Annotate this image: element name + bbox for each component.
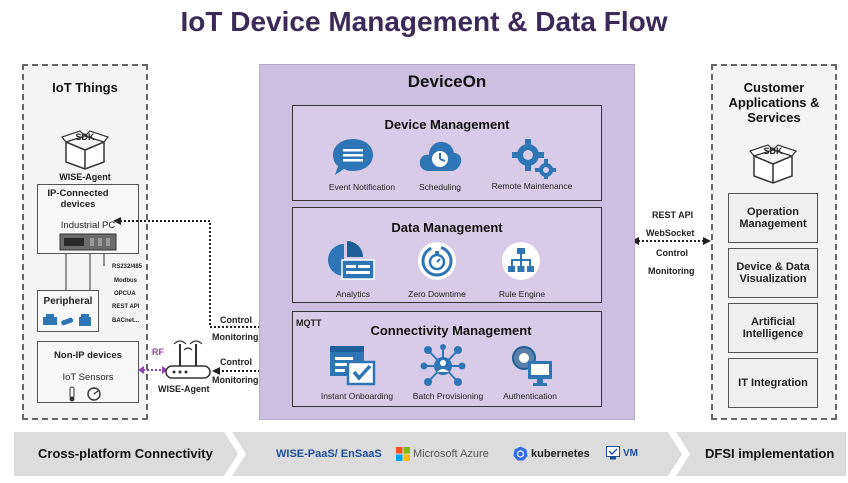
protocol-bracket xyxy=(65,254,105,290)
iot-wise-agent-label: WISE-Agent xyxy=(59,172,111,182)
device-management-title: Device Management xyxy=(384,117,510,132)
dfsi-implementation-label: DFSI implementation xyxy=(705,446,835,461)
vm-logo-icon xyxy=(606,446,620,460)
scheduling-label: Scheduling xyxy=(418,182,462,192)
authentication-icon xyxy=(506,344,554,388)
protocol-opcua: OPCUA xyxy=(114,291,136,297)
microsoft-azure-logo: Microsoft Azure xyxy=(413,448,489,460)
rf-label: RF xyxy=(152,347,164,357)
sdk-box-icon xyxy=(60,130,110,170)
protocol-bacnet: BACnet... xyxy=(112,318,139,324)
authentication-label: Authentication xyxy=(503,391,557,401)
industrial-pc-label: Industrial PC xyxy=(60,220,116,231)
kubernetes-logo: kubernetes xyxy=(531,448,590,460)
iot-things-title: IoT Things xyxy=(52,80,118,95)
control-label-top: Control xyxy=(220,315,252,325)
protocol-rest-api: REST API xyxy=(112,304,140,310)
remote-maintenance-icon xyxy=(510,135,556,179)
customer-sdk-label: SDK xyxy=(763,146,783,156)
scheduling-icon xyxy=(417,137,463,179)
protocol-modbus: Modbus xyxy=(114,278,137,284)
event-notification-label: Event Notification xyxy=(328,182,396,192)
iot-sdk-label: SDK xyxy=(75,132,95,142)
wise-paas-logo: WISE-PaaS/ EnSaaS xyxy=(276,448,382,460)
instant-onboarding-label: Instant Onboarding xyxy=(320,391,394,401)
event-notification-icon xyxy=(331,137,375,179)
vm-logo: VM xyxy=(623,448,638,459)
monitoring-label-top: Monitoring xyxy=(212,332,259,342)
non-ip-title: Non-IP devices xyxy=(54,350,122,361)
instant-onboarding-icon xyxy=(328,344,378,386)
rf-arrow xyxy=(138,366,168,374)
connectivity-management-title: Connectivity Management xyxy=(370,323,532,338)
analytics-icon xyxy=(322,240,376,280)
kubernetes-logo-icon xyxy=(513,446,528,461)
rule-engine-icon xyxy=(502,242,540,280)
rest-api-label: REST API xyxy=(652,210,694,220)
page-title: IoT Device Management & Data Flow xyxy=(180,6,668,37)
ip-connected-title: IP-Connected devices xyxy=(47,188,109,210)
rule-engine-label: Rule Engine xyxy=(498,289,546,299)
zero-downtime-icon xyxy=(418,242,456,280)
batch-provisioning-icon xyxy=(420,344,466,388)
microsoft-logo-icon xyxy=(396,447,410,461)
iot-sensors-label: IoT Sensors xyxy=(62,372,114,383)
zero-downtime-label: Zero Downtime xyxy=(408,289,466,299)
websocket-label: WebSocket xyxy=(646,228,695,238)
customer-sdk-box-icon xyxy=(748,144,798,184)
mqtt-label: MQTT xyxy=(296,318,322,328)
monitoring-label-right: Monitoring xyxy=(648,266,695,276)
cross-platform-label: Cross-platform Connectivity xyxy=(38,446,213,461)
customer-title: Customer Applications & Services xyxy=(728,80,820,125)
control-label-right: Control xyxy=(656,248,688,258)
monitoring-label-bottom: Monitoring xyxy=(212,375,259,385)
batch-provisioning-label: Batch Provisioning xyxy=(412,391,484,401)
sensor-icons xyxy=(69,386,101,402)
industrial-pc-icon xyxy=(59,233,117,251)
analytics-label: Analytics xyxy=(335,289,370,299)
gateway-wise-agent-label: WISE-Agent xyxy=(158,384,210,394)
operation-management-card: Operation Management xyxy=(728,193,818,243)
artificial-intelligence-card: Artificial Intelligence xyxy=(728,303,818,353)
it-integration-card: IT Integration xyxy=(728,358,818,408)
data-management-title: Data Management xyxy=(391,220,503,235)
gateway-router-icon xyxy=(165,340,211,379)
bottom-band xyxy=(14,432,846,476)
control-label-bottom: Control xyxy=(220,357,252,367)
deviceon-title: DeviceOn xyxy=(407,72,487,91)
peripheral-icon xyxy=(43,314,91,326)
protocol-rs232: RS232/485 xyxy=(112,264,143,270)
remote-maintenance-label: Remote Maintenance xyxy=(491,181,573,191)
device-data-visualization-card: Device & Data Visualization xyxy=(728,248,818,298)
peripheral-label: Peripheral xyxy=(43,296,93,307)
